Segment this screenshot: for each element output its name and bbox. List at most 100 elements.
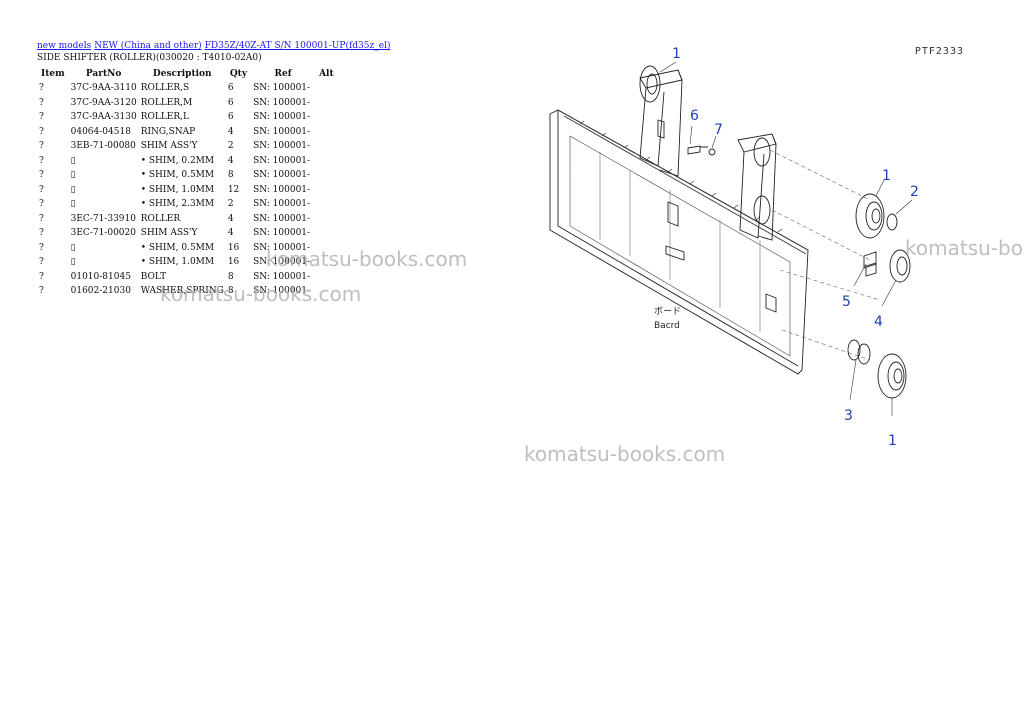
cell-description: WASHER,SPRING — [140, 286, 224, 297]
cell-qty: 6 — [227, 112, 234, 123]
cell-ref: SN: 100001- — [253, 242, 311, 253]
callout-group: 1 6 7 1 2 5 4 3 1 — [672, 46, 919, 449]
cell-partno: 04064-04518 — [70, 126, 131, 137]
cell-qty: 8 — [227, 286, 234, 297]
cell-description: ROLLER,S — [140, 83, 190, 94]
cell-ref: SN: 100001- — [253, 112, 311, 123]
cell-description: ROLLER,M — [140, 97, 193, 108]
callout-5: 5 — [842, 294, 851, 310]
cell-item: ? — [39, 257, 44, 268]
cell-alt — [315, 270, 338, 285]
cell-description: • SHIM, 0.5MM — [140, 170, 215, 181]
cell-partno: 3EB-71-00080 — [70, 141, 136, 152]
cell-alt — [315, 81, 338, 96]
cell-alt — [315, 139, 338, 154]
cell-partno: 01602-21030 — [70, 286, 131, 297]
cell-item: ? — [39, 228, 44, 239]
column-header-partno: PartNo — [85, 69, 122, 79]
cell-qty: 8 — [227, 271, 234, 282]
cell-item: ? — [39, 83, 44, 94]
cell-alt — [315, 284, 338, 299]
cell-ref: SN: 100001- — [253, 213, 311, 224]
cell-alt — [315, 226, 338, 241]
cell-qty: 16 — [227, 257, 240, 268]
board-label-en: Bacrd — [654, 321, 680, 331]
cell-item: ? — [39, 213, 44, 224]
cell-ref: SN: 100001- — [253, 271, 311, 282]
cell-ref: SN: 100001- — [253, 170, 311, 181]
cell-description: SHIM ASS'Y — [140, 228, 198, 239]
cell-description: • SHIM, 0.5MM — [140, 242, 215, 253]
cell-partno: ▯ — [70, 184, 76, 195]
callout-1-top: 1 — [672, 46, 681, 62]
cell-description: • SHIM, 2.3MM — [140, 199, 215, 210]
roller-right-upper — [855, 193, 885, 239]
cell-ref: SN: 100001- — [253, 155, 311, 166]
cell-partno: 3EC-71-33910 — [70, 213, 136, 224]
snap-ring — [886, 213, 898, 231]
cell-alt — [315, 183, 338, 198]
cell-ref: SN: 100001- — [253, 97, 311, 108]
shim-assembly — [863, 251, 877, 277]
cell-alt — [315, 197, 338, 212]
column-header-ref: Ref — [274, 69, 292, 79]
cell-item: ? — [39, 170, 44, 181]
cell-alt — [315, 110, 338, 125]
cell-qty: 6 — [227, 97, 234, 108]
cell-qty: 16 — [227, 242, 240, 253]
column-header-item: Item — [41, 69, 65, 79]
cell-partno: ▯ — [70, 199, 76, 210]
cell-partno: 01010-81045 — [70, 271, 131, 282]
callout-1-bottom: 1 — [888, 433, 897, 449]
table-header-row: Item PartNo Description Qty Ref Alt — [37, 67, 338, 81]
cell-ref: SN: 100001- — [253, 199, 311, 210]
parts-table: Item PartNo Description Qty Ref Alt ? 37C… — [37, 67, 338, 299]
cell-description: • SHIM, 0.2MM — [140, 155, 215, 166]
plate-code: PTF2333 — [914, 46, 964, 57]
cell-description: • SHIM, 1.0MM — [140, 184, 215, 195]
cell-item: ? — [39, 199, 44, 210]
roller-side — [889, 249, 911, 283]
cell-qty: 4 — [227, 126, 234, 137]
column-header-qty: Qty — [229, 69, 248, 79]
cell-partno: 37C-9AA-3130 — [70, 112, 137, 123]
parts-diagram: 1 6 7 1 2 5 4 3 1 ボード Bacrd — [549, 46, 919, 449]
cell-item: ? — [39, 271, 44, 282]
cell-alt — [315, 255, 338, 270]
cell-qty: 4 — [227, 155, 234, 166]
cell-ref: SN: 100001- — [253, 257, 311, 268]
column-header-alt: Alt — [319, 69, 334, 79]
cell-partno: ▯ — [70, 242, 76, 253]
cell-item: ? — [39, 97, 44, 108]
cell-ref: SN: 100001- — [253, 83, 311, 94]
callout-4: 4 — [874, 314, 883, 330]
cell-partno: 3EC-71-00020 — [70, 228, 136, 239]
board-label-jp: ボード — [654, 306, 681, 317]
cell-ref: SN: 100001- — [253, 141, 311, 152]
callout-3: 3 — [844, 408, 853, 424]
cell-description: ROLLER,L — [140, 112, 189, 123]
breadcrumb-link-region[interactable]: NEW (China and other) — [94, 41, 202, 51]
cell-partno: ▯ — [70, 155, 76, 166]
cell-alt — [315, 241, 338, 256]
cell-item: ? — [39, 155, 44, 166]
cell-description: RING,SNAP — [140, 126, 196, 137]
table-row: ? ▯ • SHIM, 2.3MM 2 SN: 100001- — [37, 197, 338, 212]
breadcrumb-link-model[interactable]: FD35Z/40Z-AT S/N 100001-UP(fd35z_el) — [204, 41, 391, 51]
cell-qty: 2 — [227, 199, 234, 210]
breadcrumb-link-models[interactable]: new models — [37, 41, 92, 51]
roller-top-left — [639, 65, 661, 103]
